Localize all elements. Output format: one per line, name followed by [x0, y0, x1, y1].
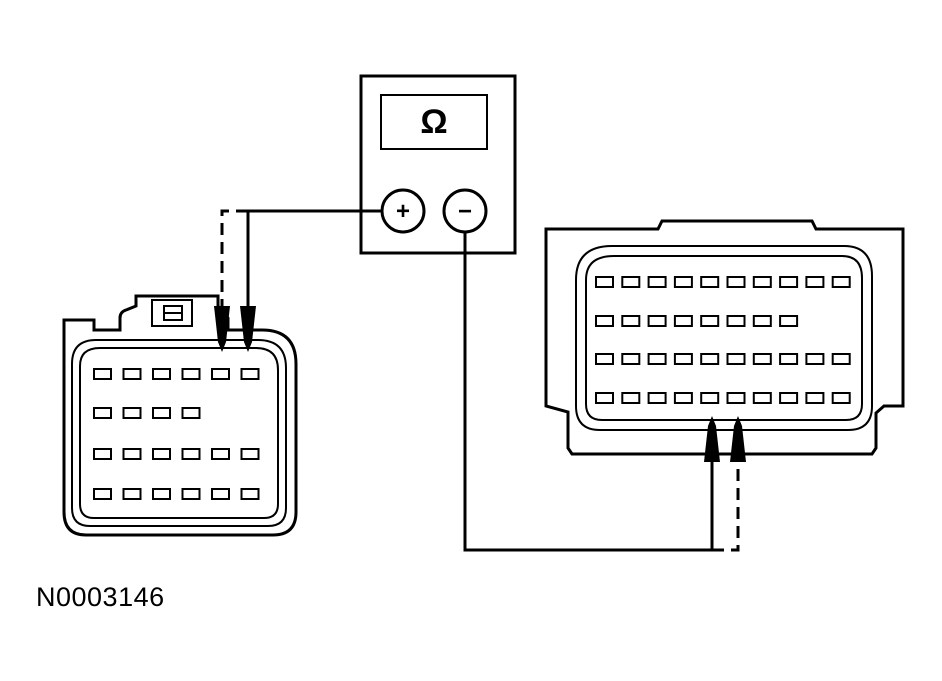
pin-terminal — [152, 448, 171, 460]
pin-terminal — [831, 353, 851, 365]
pin-terminal — [726, 392, 746, 404]
right-connector-seal-outer — [575, 245, 873, 431]
pin-terminal — [93, 407, 112, 419]
pin-terminal — [726, 315, 746, 327]
pin-terminal — [122, 368, 142, 380]
pin-terminal — [181, 448, 201, 460]
figure-id: N0003146 — [36, 582, 165, 612]
left-connector-seal-outer — [71, 339, 287, 527]
pin-terminal — [779, 276, 799, 288]
right-connector — [544, 219, 905, 456]
pin-terminal — [700, 392, 720, 404]
pin-terminal — [647, 392, 667, 404]
positive-terminal-label: + — [396, 198, 410, 225]
pin-terminal — [181, 488, 201, 500]
pin-terminal — [673, 315, 693, 327]
pin-terminal — [805, 392, 825, 404]
test-leads — [214, 209, 746, 552]
pin-terminal — [779, 315, 799, 327]
negative-terminal-label: − — [458, 198, 472, 225]
pin-terminal — [211, 488, 230, 500]
pin-terminal — [122, 407, 142, 419]
left-connector-housing — [62, 294, 298, 537]
pin-terminal — [152, 488, 171, 500]
pin-terminal — [647, 353, 667, 365]
pin-terminal — [621, 353, 641, 365]
probe-right-1 — [704, 416, 720, 462]
pin-terminal — [93, 448, 112, 460]
pin-terminal — [700, 276, 720, 288]
pin-terminal — [673, 353, 693, 365]
pin-terminal — [752, 392, 772, 404]
pin-terminal — [122, 448, 142, 460]
ohm-symbol: Ω — [420, 103, 447, 141]
pin-terminal — [211, 368, 230, 380]
probe-left-2 — [240, 306, 256, 352]
probe-right-2 — [730, 416, 746, 462]
pin-terminal — [831, 392, 851, 404]
pin-terminal — [122, 488, 142, 500]
pin-terminal — [726, 276, 746, 288]
pin-terminal — [595, 276, 614, 288]
pin-terminal — [647, 276, 667, 288]
pin-terminal — [152, 368, 171, 380]
pin-terminal — [93, 368, 112, 380]
pin-terminal — [181, 368, 201, 380]
pin-terminal — [752, 276, 772, 288]
probe-left-1 — [214, 306, 230, 352]
positive-test-lead-alt — [220, 209, 248, 316]
pin-terminal — [805, 276, 825, 288]
negative-test-lead — [463, 232, 714, 552]
pin-terminal — [240, 448, 260, 460]
pin-terminal — [595, 315, 614, 327]
pin-terminal — [181, 407, 201, 419]
pin-terminal — [621, 276, 641, 288]
pin-terminal — [240, 368, 260, 380]
pin-terminal — [779, 392, 799, 404]
pin-terminal — [726, 353, 746, 365]
pin-terminal — [93, 488, 112, 500]
negative-test-lead-alt — [712, 460, 740, 552]
left-connector-seal-inner — [79, 347, 279, 519]
pin-terminal — [700, 315, 720, 327]
pin-terminal — [752, 315, 772, 327]
pin-terminal — [805, 353, 825, 365]
ohmmeter-display — [380, 94, 488, 150]
right-connector-seal-inner — [585, 255, 863, 421]
pin-terminal — [621, 315, 641, 327]
left-connector — [62, 294, 298, 537]
pin-terminal — [673, 392, 693, 404]
pin-terminal — [831, 276, 851, 288]
pin-terminal — [752, 353, 772, 365]
pin-terminal — [211, 448, 230, 460]
ohmmeter: Ω + − — [359, 74, 517, 255]
pin-terminal — [152, 407, 171, 419]
pin-terminal — [647, 315, 667, 327]
left-connector-pins — [93, 368, 260, 500]
pin-terminal — [595, 392, 614, 404]
pin-terminal — [700, 353, 720, 365]
pin-terminal — [673, 276, 693, 288]
right-connector-pins — [595, 276, 851, 404]
pin-terminal — [595, 353, 614, 365]
pin-terminal — [240, 488, 260, 500]
pin-terminal — [779, 353, 799, 365]
pin-terminal — [621, 392, 641, 404]
